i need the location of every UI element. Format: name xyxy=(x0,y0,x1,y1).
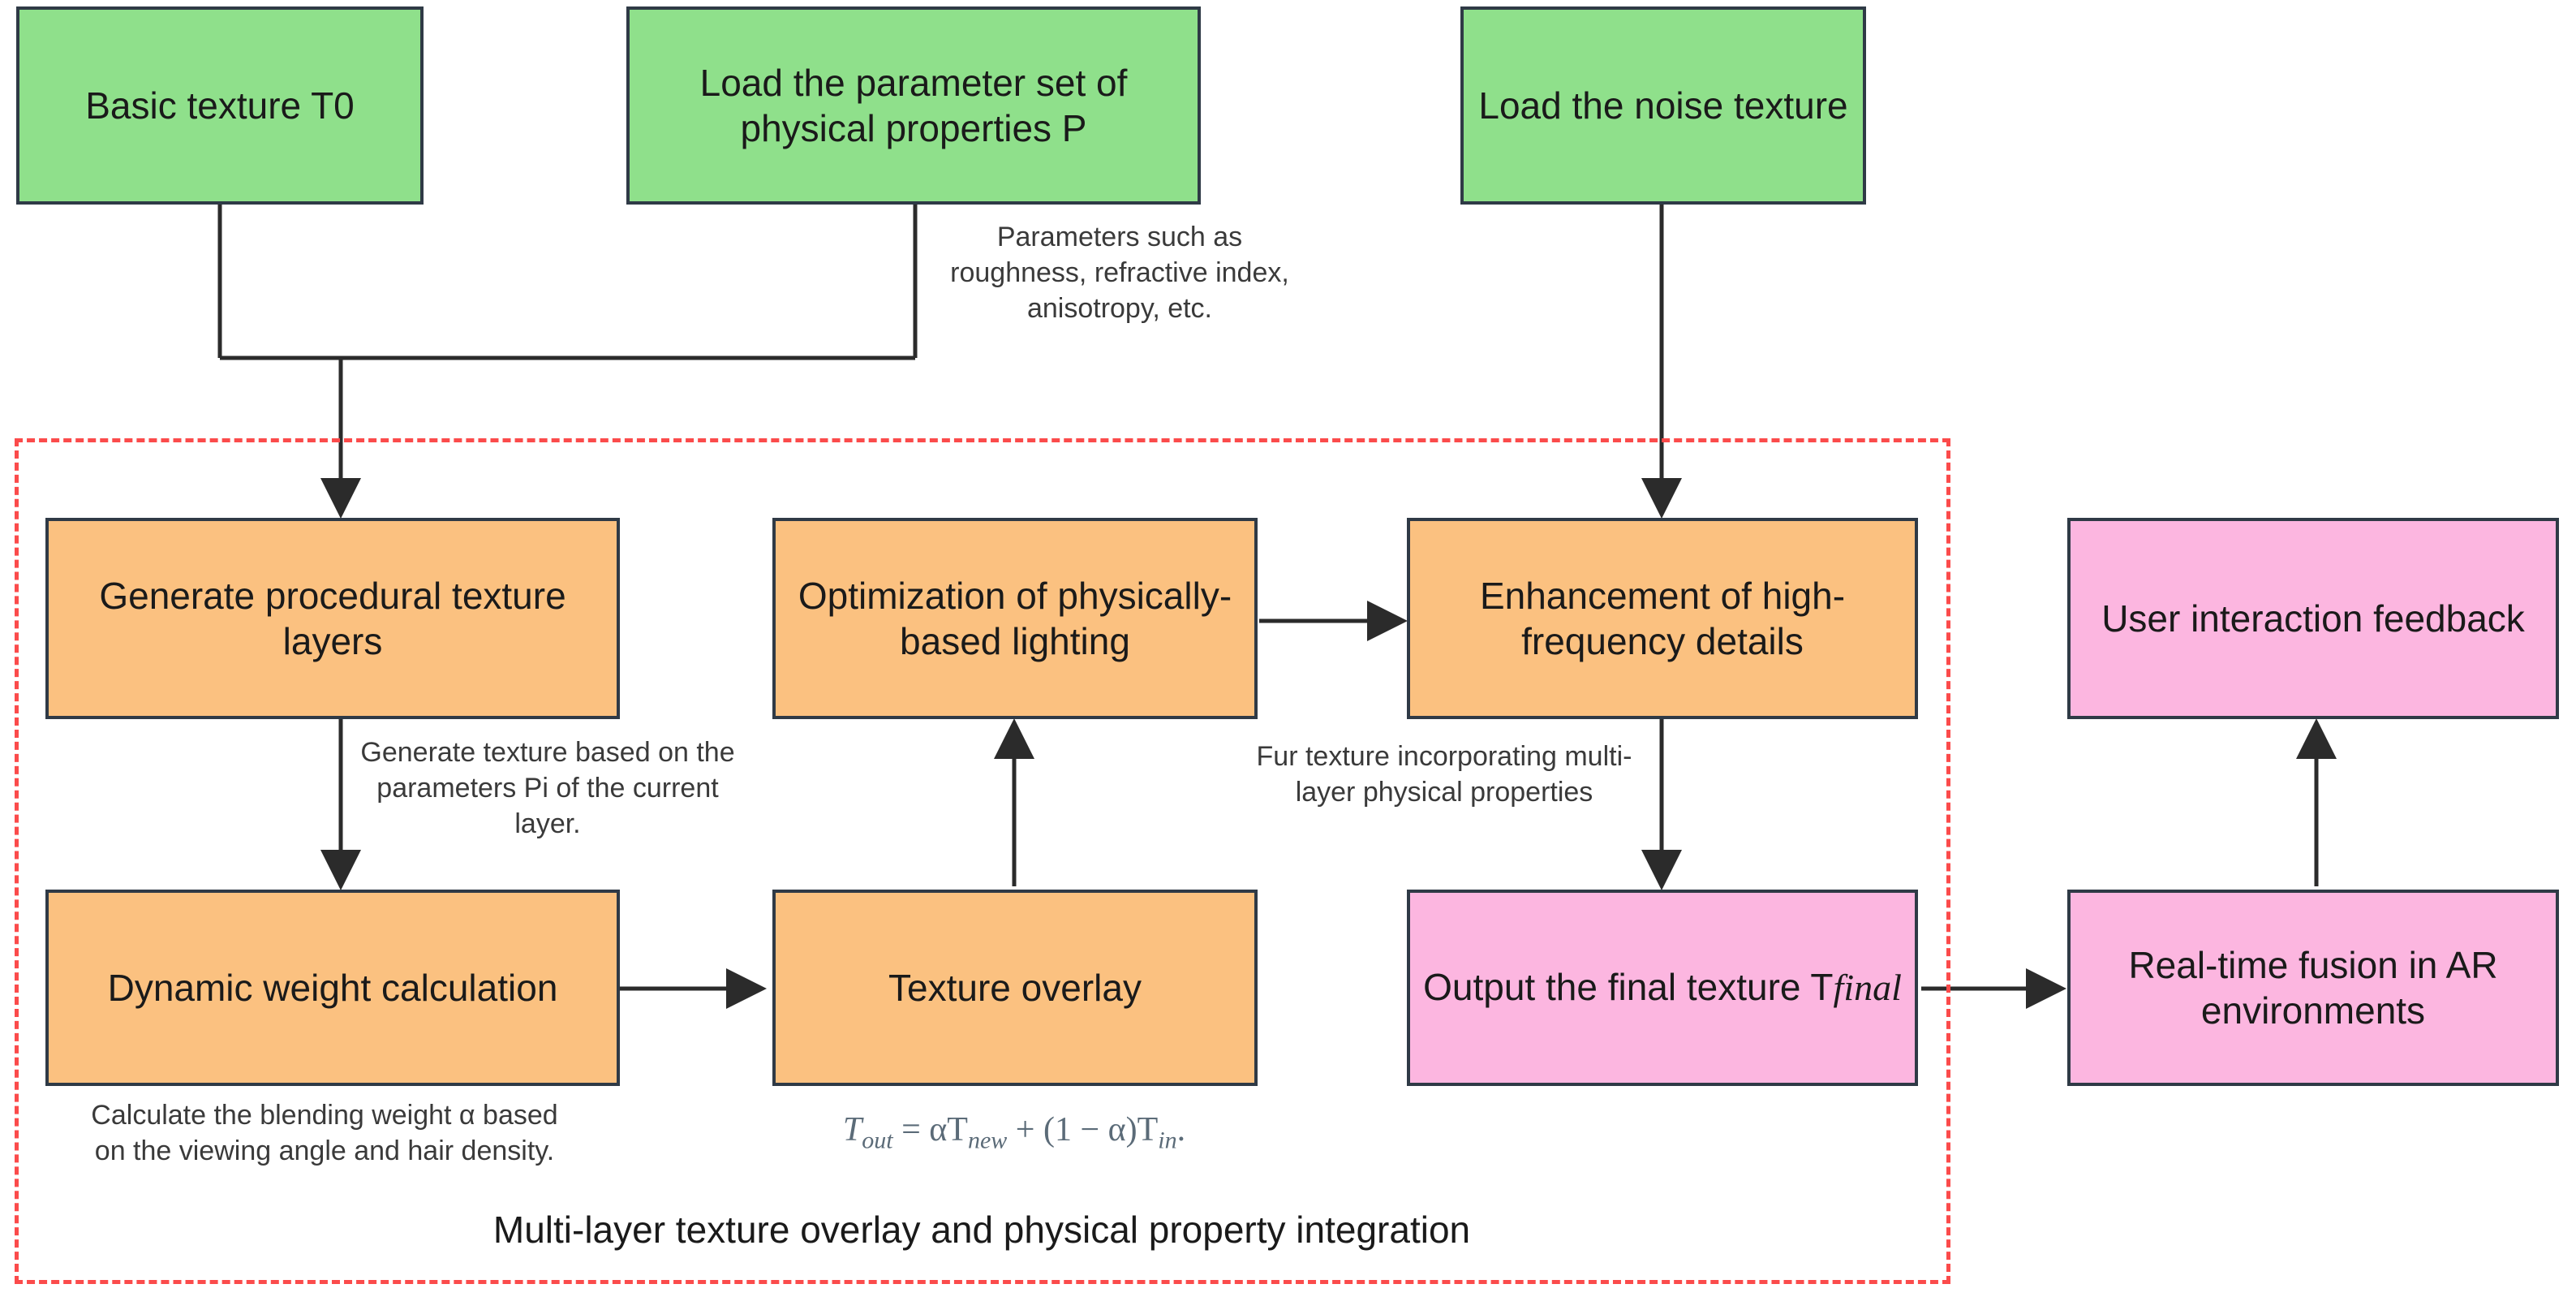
node-ar-fusion-label: Real-time fusion in AR environments xyxy=(2128,943,2498,1032)
node-basic-texture-label: Basic texture T0 xyxy=(85,84,355,127)
node-lighting-optimization[interactable]: Optimization of physically-based lightin… xyxy=(772,518,1258,719)
node-final-texture-label: Output the final texture Tfinal xyxy=(1423,964,1902,1011)
node-generate-layers-label: Generate procedural texture layers xyxy=(99,574,566,662)
node-load-parameters-label: Load the parameter set of physical prope… xyxy=(699,61,1128,149)
node-high-frequency-label: Enhancement of high-frequency details xyxy=(1479,574,1846,662)
formula-mid: + (1 − α)T xyxy=(1007,1111,1159,1148)
node-dynamic-weight[interactable]: Dynamic weight calculation xyxy=(45,890,620,1086)
edge-label-generate: Generate texture based on the parameters… xyxy=(360,737,735,840)
node-ar-fusion[interactable]: Real-time fusion in AR environments xyxy=(2067,890,2559,1086)
node-load-parameters[interactable]: Load the parameter set of physical prope… xyxy=(626,6,1201,205)
formula-lhs: T xyxy=(842,1111,862,1148)
node-dynamic-weight-label: Dynamic weight calculation xyxy=(107,966,558,1009)
node-load-noise[interactable]: Load the noise texture xyxy=(1460,6,1866,205)
node-basic-texture[interactable]: Basic texture T0 xyxy=(16,6,424,205)
node-load-noise-label: Load the noise texture xyxy=(1478,84,1848,127)
formula-lhs-sub: out xyxy=(862,1127,893,1154)
formula-tail: . xyxy=(1176,1111,1186,1148)
node-final-texture-suffix: final xyxy=(1833,967,1902,1009)
node-final-texture[interactable]: Output the final texture Tfinal xyxy=(1407,890,1918,1086)
node-high-frequency[interactable]: Enhancement of high-frequency details xyxy=(1407,518,1918,719)
formula-tin-sub: in xyxy=(1158,1127,1177,1154)
formula-eq: = αT xyxy=(892,1111,968,1148)
edge-label-fur: Fur texture incorporating multi-layer ph… xyxy=(1256,741,1632,808)
edge-label-blending: Calculate the blending weight α based on… xyxy=(91,1100,558,1167)
node-user-feedback[interactable]: User interaction feedback xyxy=(2067,518,2559,719)
node-texture-overlay-label: Texture overlay xyxy=(888,966,1142,1009)
group-container-multilayer xyxy=(15,438,1950,1284)
node-lighting-optimization-label: Optimization of physically-based lightin… xyxy=(798,574,1232,662)
node-final-texture-prefix: Output the final texture T xyxy=(1423,966,1834,1009)
node-generate-layers[interactable]: Generate procedural texture layers xyxy=(45,518,620,719)
formula-tnew-sub: new xyxy=(967,1127,1008,1154)
group-caption: Multi-layer texture overlay and physical… xyxy=(492,1209,1471,1251)
node-user-feedback-label: User interaction feedback xyxy=(2101,597,2525,640)
edge-label-parameters: Parameters such as roughness, refractive… xyxy=(950,222,1289,325)
formula-texture-blend: Tout = αTnew + (1 − α)Tin. xyxy=(779,1110,1249,1154)
node-texture-overlay[interactable]: Texture overlay xyxy=(772,890,1258,1086)
